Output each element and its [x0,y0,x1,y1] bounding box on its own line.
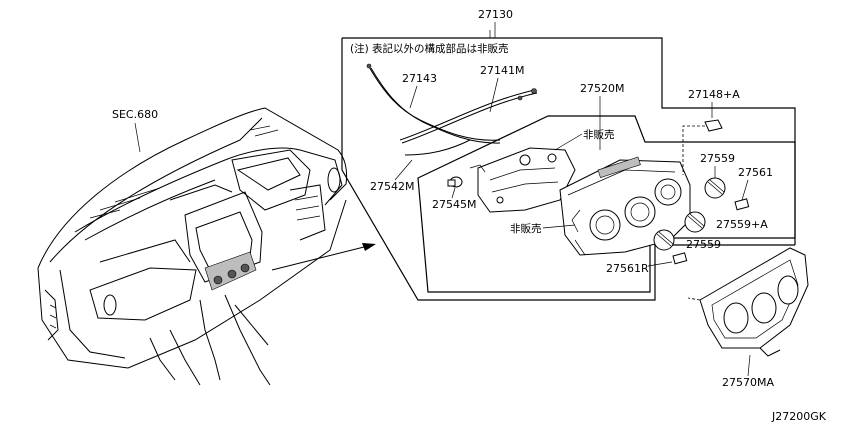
not-sold-mid-label: 非販売 [510,222,542,235]
assembly-box [341,30,796,301]
finisher-label: 27570MA [722,376,774,389]
knob-mid [684,211,706,233]
heater-control-panel [559,156,691,256]
switch-bottom [672,252,688,265]
switch-right [734,198,750,211]
dashboard-illustration [37,107,348,386]
not-sold-top-label: 非販売 [583,128,615,141]
switch-bottom-label: 27561R [606,262,649,275]
cable-label-27143: 27143 [402,72,437,85]
knob-mid-label: 27559+A [716,218,768,231]
pointer-arrow [271,243,376,271]
cap-label: 27148+A [688,88,740,101]
knob-bottom [653,229,675,251]
cap-part [682,119,723,175]
cable-label-27542m: 27542M [370,180,414,193]
control-unit-label: 27520M [580,82,624,95]
control-cables [366,63,538,156]
knob-top-label: 27559 [700,152,735,165]
knob-bottom-label: 27559 [686,238,721,251]
control-bracket [469,147,576,213]
bulb-label: 27545M [432,198,476,211]
bulb-part [447,176,463,188]
switch-right-label: 27561 [738,166,773,179]
knob-top [704,177,726,199]
finisher-panel [687,247,809,357]
sec-label: SEC.680 [112,108,158,121]
diagram-code: J27200GK [771,410,827,423]
cable-label-27141m: 27141M [480,64,524,77]
not-sold-note: (注) 表記以外の構成部品は非販売 [350,42,509,55]
assembly-number: 27130 [478,8,513,21]
